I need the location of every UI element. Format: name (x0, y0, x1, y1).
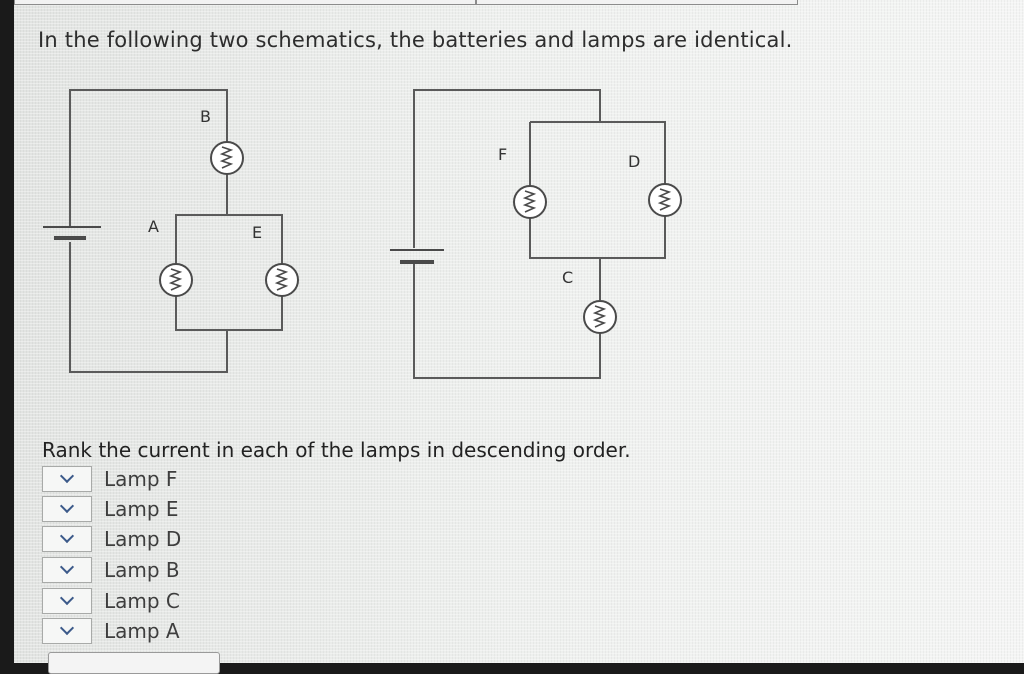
lamp-b-icon (210, 141, 244, 175)
left-circuit: B A E (43, 89, 299, 373)
lamp-c-label: C (562, 268, 573, 287)
ranking-prompt: Rank the current in each of the lamps in… (42, 438, 631, 462)
top-toolbar-edge (14, 0, 1024, 6)
battery-icon (390, 249, 444, 264)
chevron-down-icon (59, 498, 75, 514)
lamp-d-label: D (628, 152, 640, 171)
chevron-down-icon (59, 590, 75, 606)
lamp-e-label: E (252, 223, 262, 242)
lamp-a-icon (159, 263, 193, 297)
rank-dropdown[interactable] (42, 618, 92, 644)
chevron-down-icon (59, 620, 75, 636)
chevron-down-icon (59, 468, 75, 484)
question-intro: In the following two schematics, the bat… (38, 28, 793, 52)
chevron-down-icon (59, 528, 75, 544)
rank-row-lamp-d: Lamp D (42, 525, 181, 553)
rank-dropdown[interactable] (42, 496, 92, 522)
lamp-a-label: A (148, 217, 159, 236)
top-tab-left (14, 0, 476, 5)
rank-dropdown[interactable] (42, 557, 92, 583)
rank-row-lamp-b: Lamp B (42, 556, 180, 584)
top-tab-right (476, 0, 798, 5)
battery-icon (43, 226, 101, 240)
rank-label: Lamp E (104, 497, 179, 521)
submit-answer-button[interactable] (48, 652, 220, 674)
rank-row-lamp-f: Lamp F (42, 465, 177, 493)
rank-label: Lamp B (104, 558, 180, 582)
quiz-screen: In the following two schematics, the bat… (14, 0, 1024, 674)
schematics-figure: B A E F D C (43, 89, 682, 379)
rank-dropdown[interactable] (42, 588, 92, 614)
rank-row-lamp-e: Lamp E (42, 495, 179, 523)
right-circuit: F D C (390, 89, 682, 379)
lamp-e-icon (265, 263, 299, 297)
left-circuit-wires (69, 89, 283, 373)
lamp-f-label: F (498, 145, 507, 164)
chevron-down-icon (59, 559, 75, 575)
lamp-b-label: B (200, 107, 211, 126)
lamp-c-icon (583, 300, 617, 334)
rank-label: Lamp F (104, 467, 178, 491)
rank-label: Lamp A (104, 619, 180, 643)
rank-row-lamp-c: Lamp C (42, 587, 180, 615)
right-circuit-wires (413, 89, 666, 379)
rank-dropdown[interactable] (42, 526, 92, 552)
lamp-d-icon (648, 183, 682, 217)
rank-row-lamp-a: Lamp A (42, 617, 180, 645)
rank-label: Lamp C (104, 589, 180, 613)
lamp-f-icon (513, 185, 547, 219)
rank-label: Lamp D (104, 527, 182, 551)
rank-dropdown[interactable] (42, 466, 92, 492)
